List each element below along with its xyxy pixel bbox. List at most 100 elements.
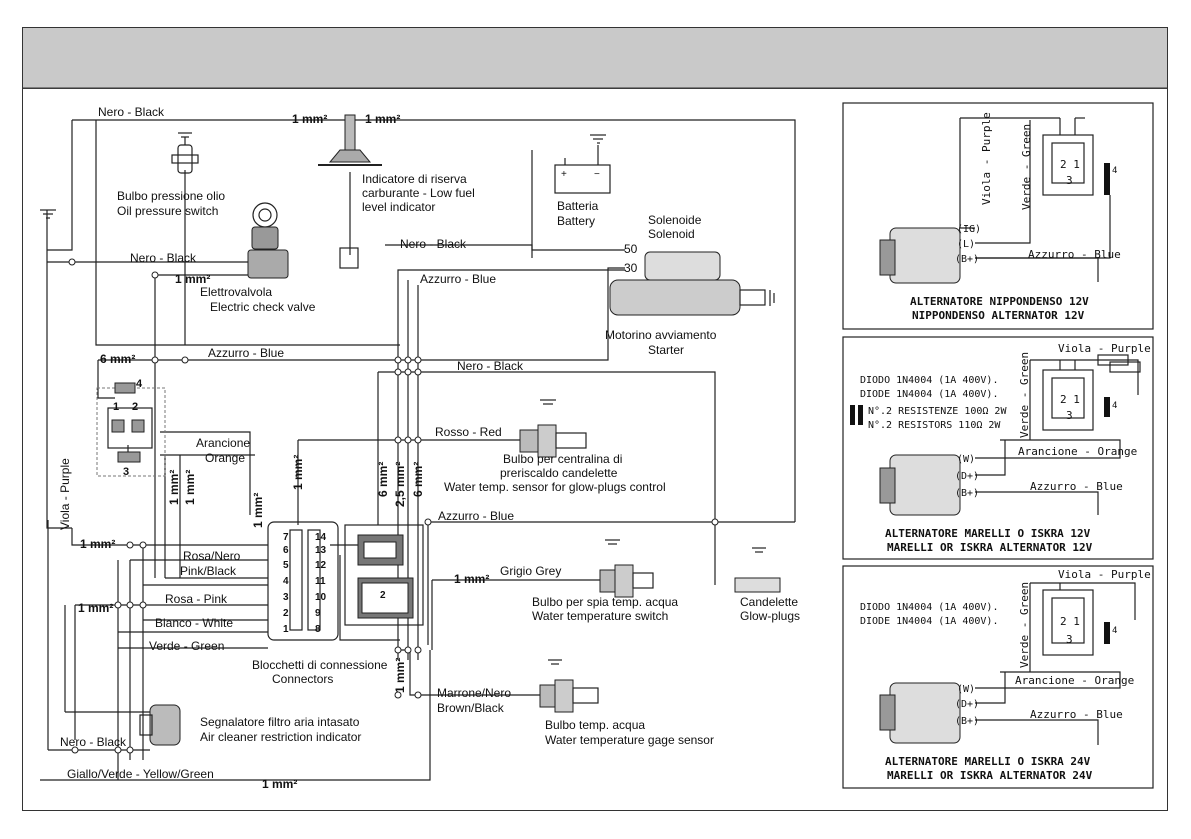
label-rosa-nero: Rosa/Nero xyxy=(183,549,241,563)
p2-viola: Viola - Purple xyxy=(1058,342,1151,355)
p1-pins: 2 1 xyxy=(1060,158,1080,171)
conn-pin-13: 13 xyxy=(315,545,327,556)
conn-pin-4: 4 xyxy=(283,576,289,587)
label-1mm-giallo: 1 mm² xyxy=(262,777,297,791)
p1-pin4: 4 xyxy=(1112,166,1117,176)
label-1mm-v1: 1 mm² xyxy=(167,470,181,505)
fuel-level-indicator xyxy=(318,114,382,269)
wts-label-en: Water temperature switch xyxy=(532,609,668,623)
starter-motor xyxy=(609,251,766,316)
label-1mm-v4: 1 mm² xyxy=(291,455,305,490)
water-temp-gage-sensor xyxy=(539,679,599,713)
p2-pin3: 3 xyxy=(1066,409,1073,422)
glow-control-module xyxy=(344,524,424,626)
label-arancione: Arancione xyxy=(196,436,250,450)
battery-label-en: Battery xyxy=(557,214,595,228)
p1-pin3: 3 xyxy=(1066,174,1073,187)
fuel-label-it1: Indicatore di riserva xyxy=(362,172,467,186)
relay xyxy=(96,382,166,477)
p2-title2: MARELLI OR ISKRA ALTERNATOR 12V xyxy=(887,541,1093,554)
gage-label-it: Bulbo temp. acqua xyxy=(545,718,645,732)
p2-d: (D+) xyxy=(955,471,979,482)
battery-label-it: Batteria xyxy=(557,199,599,213)
p1-viola: Viola - Purple xyxy=(980,112,993,205)
relay-pin-1: 1 xyxy=(113,401,119,413)
starter-label-en: Starter xyxy=(648,343,684,357)
label-6mm-v1: 6 mm² xyxy=(376,462,390,497)
label-1mm-v2: 1 mm² xyxy=(183,470,197,505)
valve-label-it: Elettrovalvola xyxy=(200,285,272,299)
gage-label-en: Water temperature gage sensor xyxy=(545,733,714,747)
label-bianco: Bianco - White xyxy=(155,616,233,630)
conn-pin-10: 10 xyxy=(315,592,327,603)
p2-w: (W) xyxy=(957,454,975,465)
p1-ig: (IG) xyxy=(957,224,981,235)
conn-pin-12: 12 xyxy=(315,560,327,571)
p2-res-en: N°.2 RESISTORS 110Ω 2W xyxy=(868,420,1001,431)
p3-pin4: 4 xyxy=(1112,626,1117,636)
oil-label-en: Oil pressure switch xyxy=(117,204,218,218)
p3-viola: Viola - Purple xyxy=(1058,568,1151,581)
label-1mm-grigio: 1 mm² xyxy=(454,572,489,586)
label-1mm-b: 1 mm² xyxy=(365,112,400,126)
p2-diodo-en: DIODE 1N4004 (1A 400V). xyxy=(860,389,998,400)
relay-pin-3: 3 xyxy=(123,466,129,478)
conn-pin-5: 5 xyxy=(283,560,289,571)
p3-title2: MARELLI OR ISKRA ALTERNATOR 24V xyxy=(887,769,1093,782)
label-azzurro-row: Azzurro - Blue xyxy=(208,346,284,360)
conn-pin-9: 9 xyxy=(315,608,321,619)
conn-pin-11: 11 xyxy=(315,576,326,587)
p3-b: (B+) xyxy=(955,716,979,727)
label-giallo-verde: Giallo/Verde - Yellow/Green xyxy=(67,767,214,781)
label-orange: Orange xyxy=(205,451,245,465)
label-rosso: Rosso - Red xyxy=(435,425,502,439)
p1-title2: NIPPONDENSO ALTERNATOR 12V xyxy=(912,309,1085,322)
p1-b: (B+) xyxy=(955,254,979,265)
p1-title1: ALTERNATORE NIPPONDENSO 12V xyxy=(910,295,1089,308)
p3-w: (W) xyxy=(957,684,975,695)
label-pink-black: Pink/Black xyxy=(180,564,237,578)
air-label-en: Air cleaner restriction indicator xyxy=(200,730,361,744)
starter-label-it: Motorino avviamento xyxy=(605,328,717,342)
label-nero-solenoid: Nero - Black xyxy=(400,237,467,251)
p2-b: (B+) xyxy=(955,488,979,499)
oil-label-it: Bulbo pressione olio xyxy=(117,189,225,203)
header-band xyxy=(23,28,1167,89)
glow-sensor-label-it1: Bulbo per centralina di xyxy=(503,452,622,466)
ground-icon xyxy=(40,132,775,665)
label-1mm-viola: 1 mm² xyxy=(80,537,115,551)
alternator-panel-nippondenso: Viola - Purple Verde - Green Azzurro - B… xyxy=(842,102,1154,330)
conn-pin-7: 7 xyxy=(283,532,289,543)
connector-block xyxy=(267,521,339,641)
valve-label-en: Electric check valve xyxy=(210,300,316,314)
alternator-panel-marelli-12v: DIODO 1N4004 (1A 400V). DIODE 1N4004 (1A… xyxy=(842,336,1154,560)
p2-pin4: 4 xyxy=(1112,401,1117,411)
label-nero-top: Nero - Black xyxy=(98,105,165,119)
label-nero-row: Nero - Black xyxy=(457,359,524,373)
solenoid-label-it: Solenoide xyxy=(648,213,702,227)
p1-l: (L) xyxy=(957,239,975,250)
conn-pin-2: 2 xyxy=(283,608,289,619)
p3-pin3: 3 xyxy=(1066,633,1073,646)
label-1mm-a: 1 mm² xyxy=(292,112,327,126)
label-rosa-pink: Rosa - Pink xyxy=(165,592,228,606)
electric-check-valve xyxy=(247,202,289,279)
label-verde: Verde - Green xyxy=(149,639,224,653)
label-1mm-v3: 1 mm² xyxy=(251,493,265,528)
glow-plug-sensor xyxy=(519,424,587,458)
conn-pin-14: 14 xyxy=(315,532,327,543)
p3-title1: ALTERNATORE MARELLI O ISKRA 24V xyxy=(885,755,1091,768)
air-label-it: Segnalatore filtro aria intasato xyxy=(200,715,360,729)
p2-diodo-it: DIODO 1N4004 (1A 400V). xyxy=(860,375,998,386)
conn-pin-3: 3 xyxy=(283,592,289,603)
conn-pin-8: 8 xyxy=(315,624,321,635)
p1-verde: Verde - Green xyxy=(1020,124,1033,210)
p2-verde: Verde - Green xyxy=(1018,352,1031,438)
module-pin-2: 2 xyxy=(380,590,386,601)
p3-arancione: Arancione - Orange xyxy=(1015,674,1134,687)
solenoid-label-en: Solenoid xyxy=(648,227,695,241)
svg-text:+: + xyxy=(561,169,567,180)
glow-sensor-label-en: Water temp. sensor for glow-plugs contro… xyxy=(444,480,666,494)
label-brown: Brown/Black xyxy=(437,701,505,715)
